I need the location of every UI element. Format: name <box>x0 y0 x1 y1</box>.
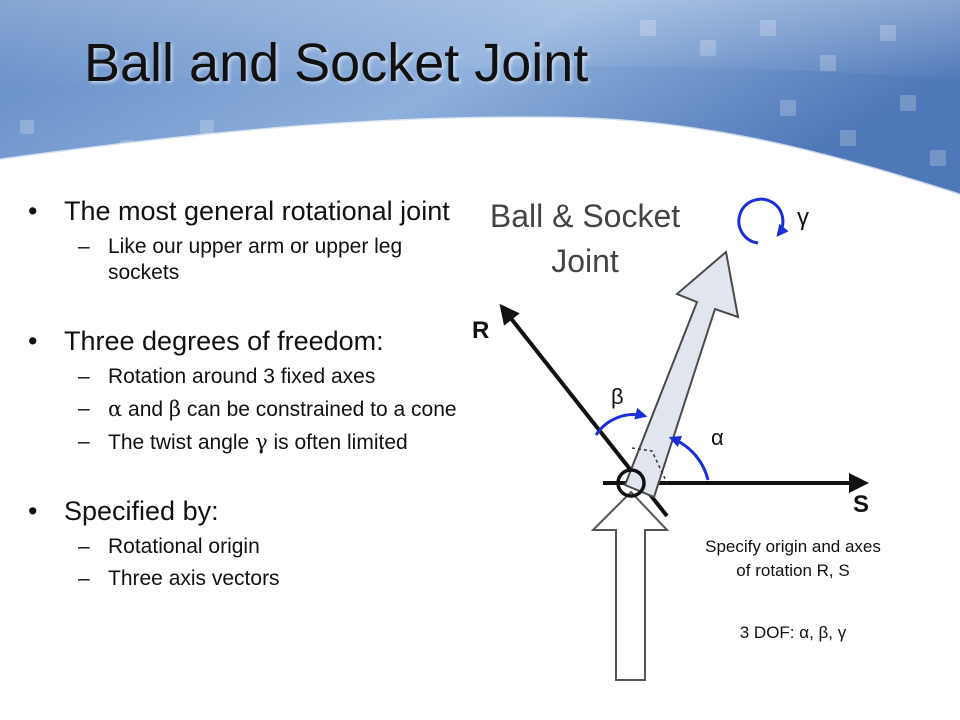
bullet-marker: • <box>28 496 38 526</box>
diagram-title-line1: Ball & Socket <box>490 198 680 234</box>
cone-dotted-lines <box>631 447 668 484</box>
diagonal-hollow-arrow <box>623 250 740 499</box>
sub-bullet-text: Rotational origin <box>108 535 260 558</box>
alpha-label: α <box>711 425 724 450</box>
sub-bullet-marker: – <box>78 535 90 558</box>
sub-bullet-item: –Rotational origin <box>28 534 458 560</box>
sub-bullet-item: –Three axis vectors <box>28 566 458 592</box>
section-gap <box>28 286 458 308</box>
r-axis-label: R <box>472 317 489 344</box>
sub-bullet-text: is often limited <box>267 431 408 454</box>
section-gap <box>28 456 458 478</box>
bullet-text: Specified by: <box>64 496 219 526</box>
bullet-item: • The most general rotational joint <box>28 194 458 228</box>
greek-symbol: α <box>108 397 123 421</box>
sub-bullet-text: can be constrained to a cone <box>181 398 457 421</box>
sub-bullet-item: –α and β can be constrained to a cone <box>28 396 458 423</box>
joint-diagram: Ball & Socket Joint γ R S β α Specify or… <box>472 197 881 681</box>
sub-bullet-marker: – <box>78 235 90 258</box>
sub-bullet-text: Three axis vectors <box>108 567 280 590</box>
sub-bullet-item: –Rotation around 3 fixed axes <box>28 364 458 390</box>
s-axis-label: S <box>853 491 869 518</box>
diagram-title-line2: Joint <box>551 243 619 279</box>
alpha-rotation-arc <box>668 435 710 481</box>
bullet-list: •The most general rotational joint–Like … <box>28 178 458 592</box>
sub-bullet-text: Rotation around 3 fixed axes <box>108 365 376 388</box>
vertical-hollow-arrow <box>590 490 670 681</box>
caption-line1: Specify origin and axes <box>705 537 881 556</box>
origin-circle <box>616 468 646 498</box>
gamma-rotation-arc <box>737 197 789 245</box>
greek-symbol: β <box>168 397 182 421</box>
sub-bullet-item: –Like our upper arm or upper leg sockets <box>28 234 458 286</box>
bullet-item: • Specified by: <box>28 494 458 528</box>
beta-rotation-arc <box>594 407 648 436</box>
sub-bullet-text: The twist angle <box>108 431 256 454</box>
bullet-marker: • <box>28 326 38 356</box>
bullet-marker: • <box>28 196 38 226</box>
header-background <box>0 0 960 197</box>
sub-bullet-marker: – <box>78 397 90 420</box>
sub-bullet-marker: – <box>78 567 90 590</box>
sub-bullet-marker: – <box>78 430 90 453</box>
sub-bullet-text: and <box>122 398 169 421</box>
caption-line2: of rotation R, S <box>736 561 849 580</box>
greek-symbol: γ <box>255 430 268 454</box>
dof-label: 3 DOF: α, β, γ <box>740 623 847 642</box>
sub-bullet-marker: – <box>78 365 90 388</box>
bullet-text: Three degrees of freedom: <box>64 326 384 356</box>
gamma-label: γ <box>797 204 809 231</box>
slide-title: Ball and Socket Joint <box>84 33 589 93</box>
bullet-text: The most general rotational joint <box>64 196 450 226</box>
sub-bullet-item: –The twist angle γ is often limited <box>28 429 458 456</box>
bullet-item: • Three degrees of freedom: <box>28 324 458 358</box>
sub-bullet-text: Like our upper arm or upper leg sockets <box>108 235 403 284</box>
beta-label: β <box>611 384 624 409</box>
